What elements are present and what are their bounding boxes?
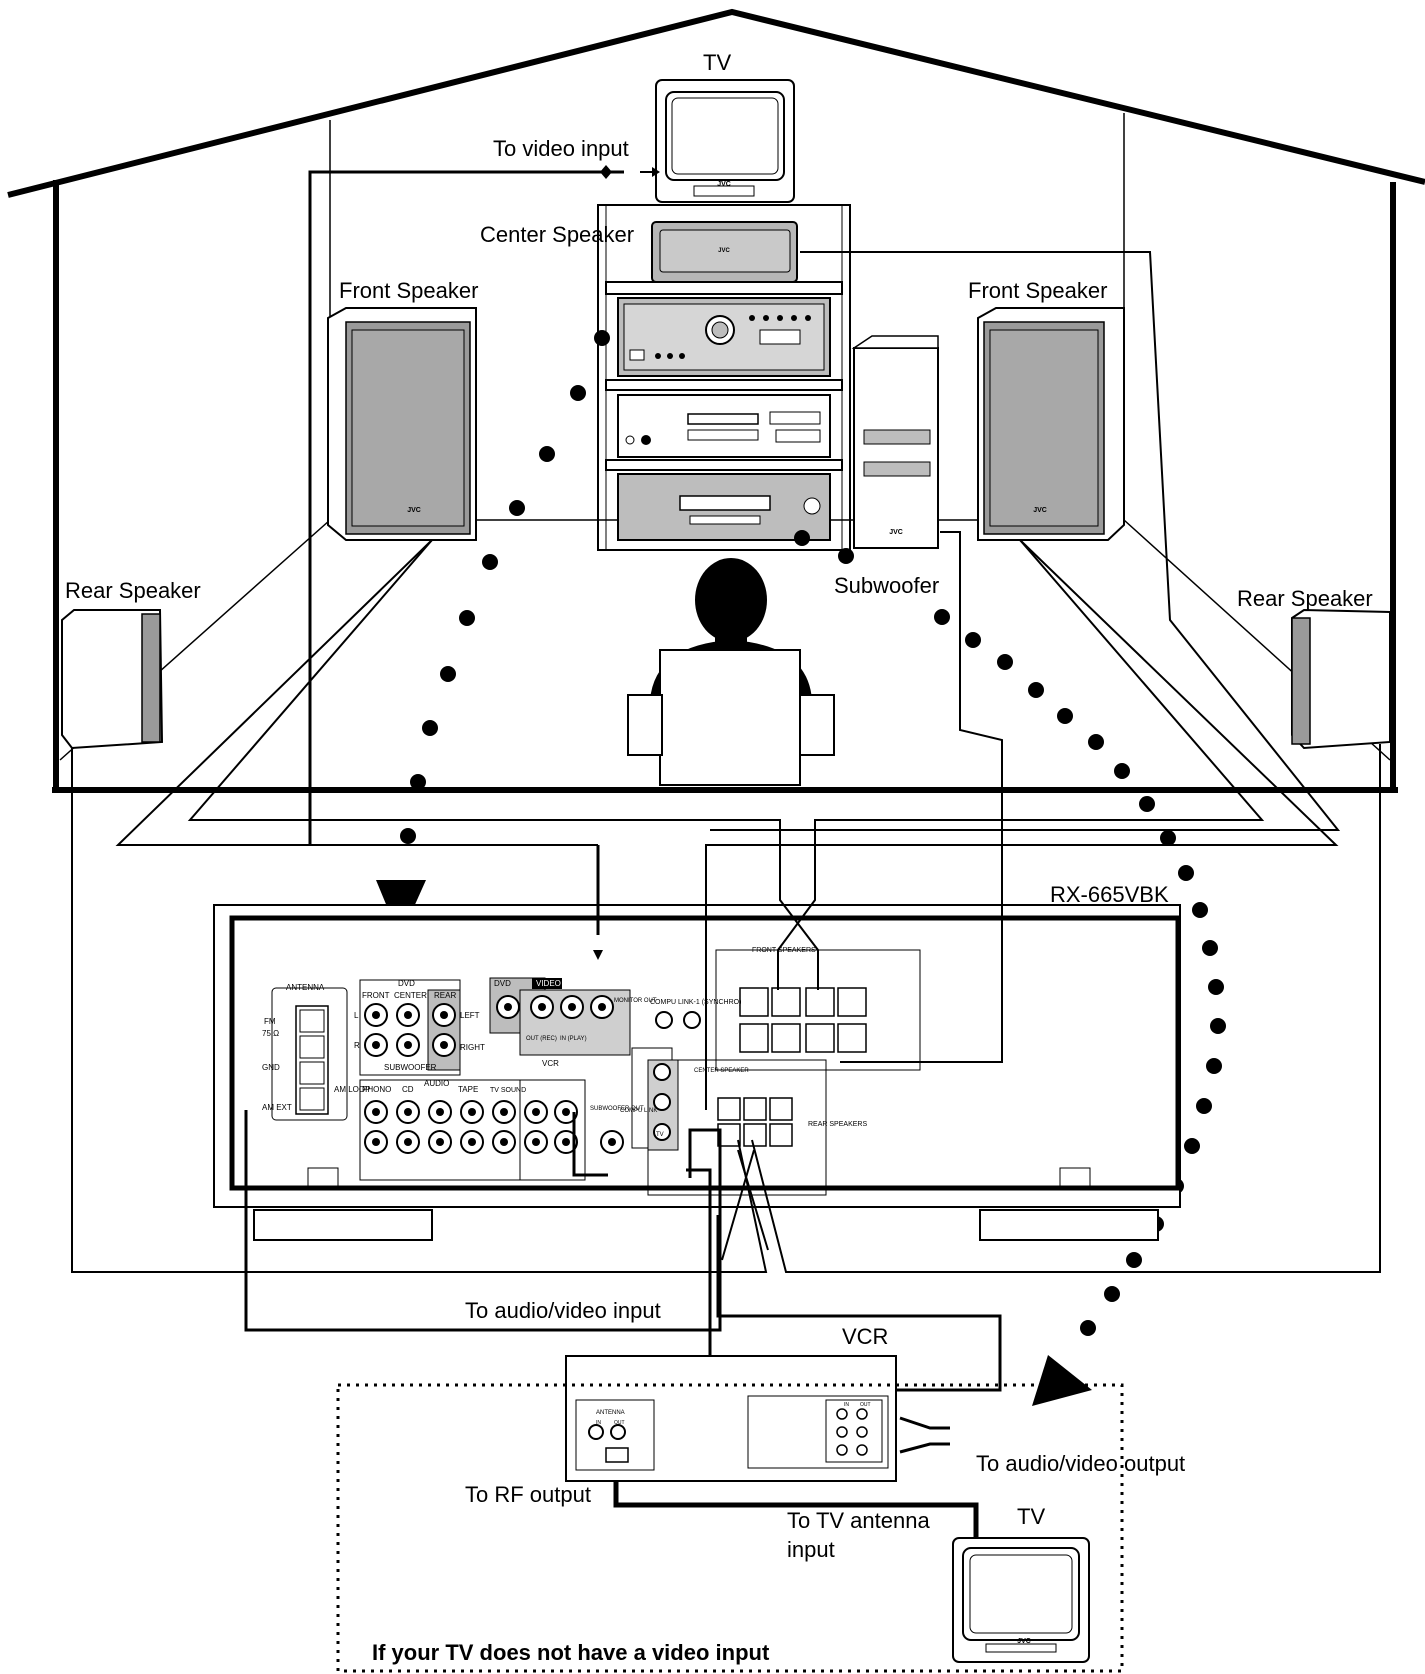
subwoofer-label: Subwoofer bbox=[834, 573, 940, 598]
av-rack bbox=[597, 204, 851, 551]
front-speaker-right: JVC bbox=[977, 307, 1125, 541]
panel-rear-speakers: REAR SPEAKERS bbox=[808, 1121, 867, 1128]
tv-bottom: JVC bbox=[952, 1537, 1090, 1663]
panel-in-play: IN (PLAY) bbox=[560, 1036, 587, 1042]
panel-dvd-video: DVD bbox=[494, 979, 511, 988]
svg-text:JVC: JVC bbox=[889, 529, 903, 536]
panel-right: RIGHT bbox=[460, 1043, 485, 1052]
tv-top-label: TV bbox=[703, 50, 732, 75]
panel-l: L bbox=[354, 1011, 359, 1020]
panel-subwoofer: SUBWOOFER bbox=[384, 1063, 437, 1072]
to-av-input-label: To audio/video input bbox=[465, 1298, 661, 1323]
center-speaker: JVC bbox=[651, 221, 798, 283]
to-video-input-label: To video input bbox=[493, 136, 629, 161]
vcr-antenna-out: OUT bbox=[614, 1420, 625, 1426]
svg-text:JVC: JVC bbox=[407, 507, 421, 514]
front-speaker-right-label: Front Speaker bbox=[968, 278, 1108, 303]
panel-compu-link: COMPU LINK-1 (SYNCHRO) bbox=[650, 999, 741, 1006]
rear-speaker-right-label: Rear Speaker bbox=[1237, 586, 1373, 611]
speaker-cables bbox=[71, 251, 1381, 1273]
panel-subwoofer-out: SUBWOOFER OUT bbox=[590, 1106, 644, 1112]
av-cables bbox=[244, 170, 1002, 1546]
rear-speaker-left bbox=[61, 609, 164, 750]
svg-text:JVC: JVC bbox=[718, 248, 730, 254]
panel-cd: CD bbox=[402, 1085, 414, 1094]
panel-rear: REAR bbox=[434, 991, 456, 1000]
panel-video: VIDEO bbox=[536, 979, 561, 988]
panel-am-loop: AM LOOP bbox=[334, 1085, 370, 1094]
center-speaker-label: Center Speaker bbox=[480, 222, 635, 247]
no-video-input-note: If your TV does not have a video input bbox=[372, 1640, 770, 1665]
vcr-label: VCR bbox=[842, 1324, 889, 1349]
house-outline bbox=[7, 8, 1425, 793]
panel-front: FRONT bbox=[362, 991, 390, 1000]
subwoofer: JVC bbox=[851, 335, 939, 549]
receiver-model-label: RX-665VBK bbox=[1050, 882, 1169, 907]
panel-antenna: ANTENNA bbox=[286, 983, 325, 992]
panel-am-ext: AM EXT bbox=[262, 1103, 292, 1112]
panel-dvd-group: DVD bbox=[398, 979, 415, 988]
panel-tape: TAPE bbox=[458, 1085, 478, 1094]
panel-phono: PHONO bbox=[362, 1085, 391, 1094]
panel-compu-link-short: COMPU LINK bbox=[620, 1108, 657, 1114]
panel-tv-tag: TV bbox=[656, 1132, 664, 1138]
to-tv-antenna-label-2: input bbox=[787, 1537, 835, 1562]
front-speaker-left: JVC bbox=[327, 307, 477, 541]
vcr-antenna-label: ANTENNA bbox=[596, 1410, 625, 1416]
vcr-on-rack bbox=[617, 473, 831, 541]
panel-left: LEFT bbox=[460, 1011, 480, 1020]
vcr-av-in: IN bbox=[844, 1402, 849, 1408]
panel-vcr: VCR bbox=[542, 1059, 559, 1068]
svg-text:JVC: JVC bbox=[1017, 1638, 1031, 1645]
dvd-player-on-rack bbox=[617, 394, 831, 458]
panel-fm75: 75 Ω bbox=[262, 1029, 279, 1038]
rear-speaker-left-label: Rear Speaker bbox=[65, 578, 201, 603]
rear-speaker-right bbox=[1291, 608, 1391, 750]
panel-r: R bbox=[354, 1041, 360, 1050]
panel-audio: AUDIO bbox=[424, 1079, 449, 1088]
svg-text:JVC: JVC bbox=[1033, 507, 1047, 514]
panel-text: ANTENNA FM 75 Ω GND AM EXT AM LOOP DVD F… bbox=[262, 947, 867, 1138]
listener bbox=[627, 558, 835, 786]
front-speaker-left-label: Front Speaker bbox=[339, 278, 479, 303]
panel-center: CENTER bbox=[394, 991, 427, 1000]
panel-gnd: GND bbox=[262, 1063, 280, 1072]
tv-top-brand: JVC bbox=[717, 181, 731, 188]
vcr-av-out: OUT bbox=[860, 1402, 871, 1408]
panel-out-rec: OUT (REC) bbox=[526, 1036, 557, 1042]
to-tv-antenna-label-1: To TV antenna bbox=[787, 1508, 930, 1533]
to-rf-output-label: To RF output bbox=[465, 1482, 591, 1507]
receiver-on-rack bbox=[617, 297, 831, 377]
tv-bottom-label: TV bbox=[1017, 1504, 1046, 1529]
vcr-bottom: ANTENNA IN OUT IN OUT bbox=[565, 1355, 897, 1482]
panel-monitor-out: MONITOR OUT bbox=[614, 998, 657, 1004]
panel-tv-sound: TV SOUND bbox=[490, 1087, 526, 1094]
panel-center-speaker: CENTER SPEAKER bbox=[694, 1068, 749, 1074]
vcr-antenna-in: IN bbox=[596, 1420, 601, 1426]
panel-front-speakers: FRONT SPEAKERS bbox=[752, 947, 816, 954]
to-av-output-label: To audio/video output bbox=[976, 1451, 1186, 1476]
panel-fm: FM bbox=[264, 1017, 276, 1026]
tv-top: JVC bbox=[655, 79, 795, 203]
no-video-input-box bbox=[336, 1383, 1124, 1673]
